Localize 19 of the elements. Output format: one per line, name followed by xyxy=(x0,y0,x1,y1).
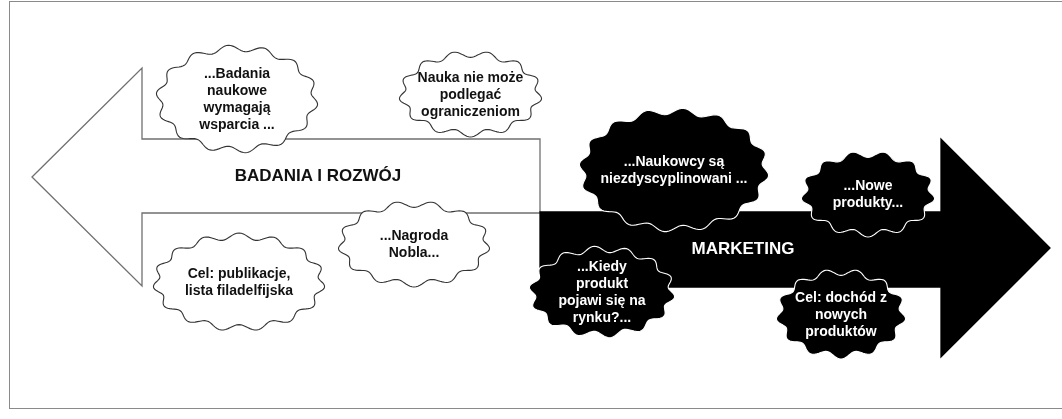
bubble-text: ...Nagroda Nobla... xyxy=(378,227,450,261)
thought-bubble xyxy=(152,232,326,332)
bubble-text: ...Naukowcy są niezdyscyplinowani ... xyxy=(600,153,748,187)
bubble-text: ...Nowe produkty... xyxy=(831,177,905,211)
bubble-text: Cel: dochód z nowych produktów xyxy=(794,288,888,340)
band-label: BADANIA I ROZWÓJ xyxy=(234,166,402,186)
thought-bubble xyxy=(398,50,543,138)
thought-bubble xyxy=(528,245,676,339)
bubble-text: Cel: publikacje, lista filadelfijska xyxy=(183,265,295,299)
bubble-text: ...Kiedy produkt pojawi się na rynku?... xyxy=(558,258,646,326)
band-label: MARKETING xyxy=(691,239,795,259)
stage-band xyxy=(32,68,540,286)
bubble-text: Nauka nie może podlegać ograniczeniom xyxy=(416,68,525,120)
bubble-text: ...Badania naukowe wymagają wsparcia ... xyxy=(198,65,276,133)
thought-bubble xyxy=(800,150,936,238)
thought-bubble xyxy=(578,107,770,233)
thought-bubble xyxy=(337,200,491,288)
thought-bubble xyxy=(775,268,907,360)
thought-bubble xyxy=(155,44,319,154)
